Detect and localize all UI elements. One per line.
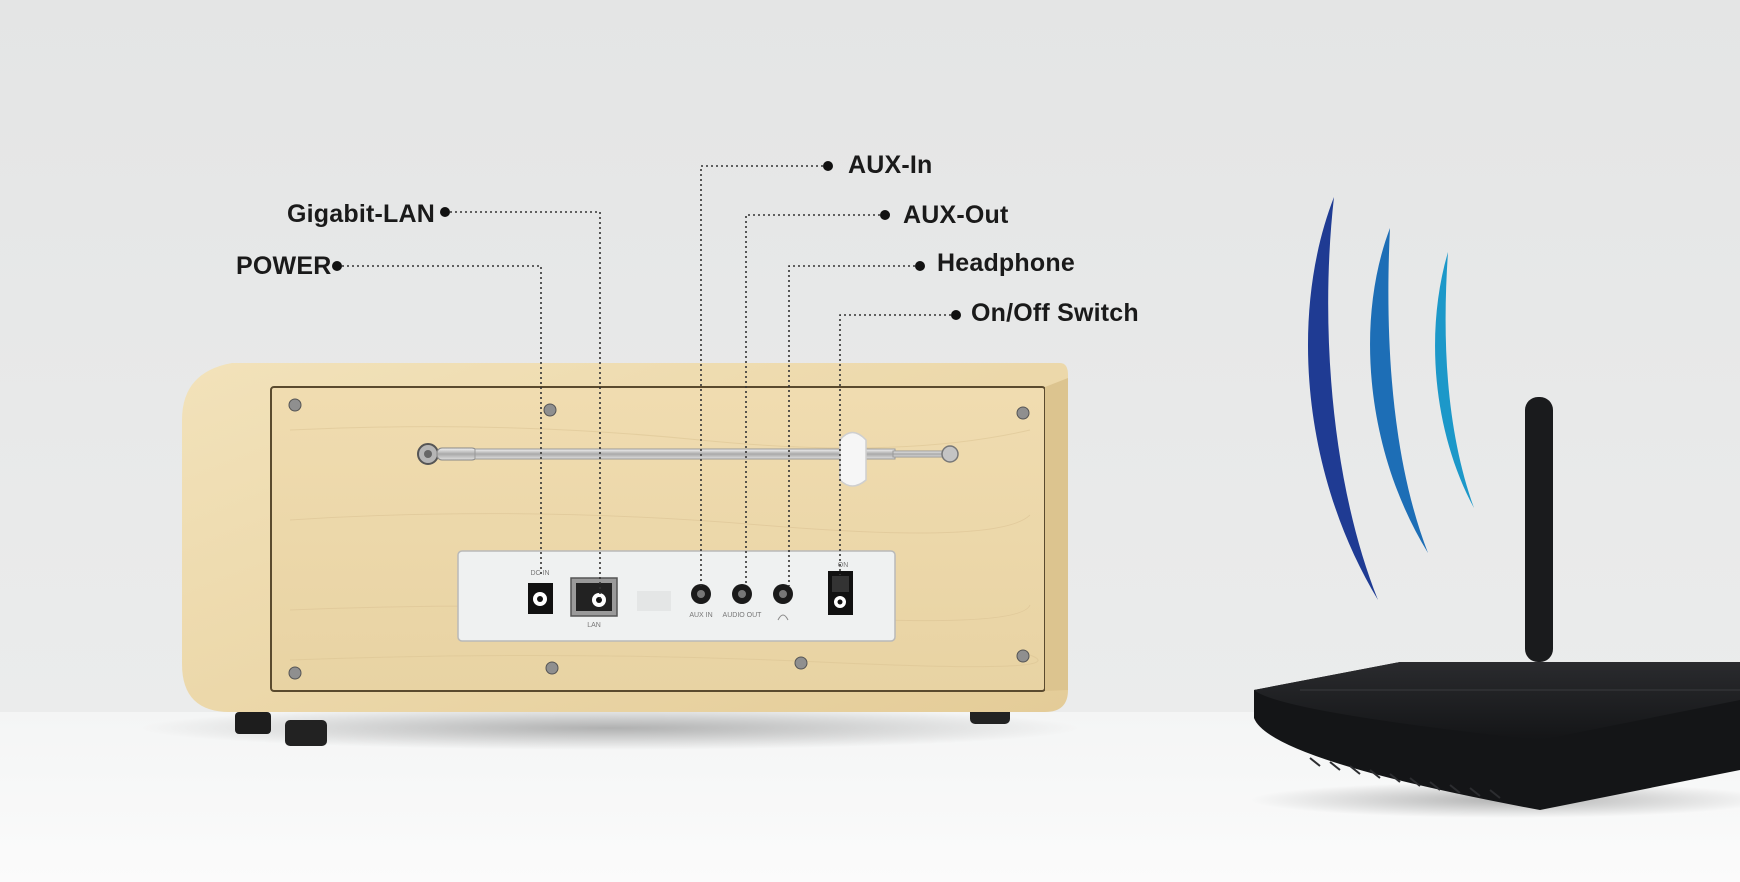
router-antenna (1525, 397, 1553, 662)
aux-out-jack: AUDIO OUT (723, 584, 763, 619)
screws (288, 398, 1030, 680)
radio-shadow (140, 706, 1080, 750)
svg-text:DC IN: DC IN (530, 570, 549, 577)
headphone-jack (773, 584, 793, 621)
wifi-arc-outer (1307, 197, 1378, 600)
svg-text:AUDIO OUT: AUDIO OUT (723, 612, 763, 619)
aux-in-jack: AUX IN (689, 584, 713, 619)
radio-back-face (270, 386, 1046, 692)
headphone-icon (777, 614, 789, 621)
callout-dots (332, 161, 961, 320)
label-on-off-switch: On/Off Switch (971, 299, 1139, 327)
telescopic-antenna (417, 431, 959, 487)
wifi-arc-inner (1435, 252, 1474, 508)
router-vents (1309, 757, 1501, 799)
svg-text:AUX IN: AUX IN (689, 612, 712, 619)
connector-panel: DC IN LAN AUX IN AUDIO OUT (457, 550, 896, 642)
power-switch: ON (828, 562, 853, 615)
label-aux-in: AUX-In (848, 151, 933, 179)
label-power: POWER (236, 252, 332, 280)
callout-leaders (337, 165, 956, 600)
power-jack: DC IN (528, 570, 553, 614)
radio-body (182, 363, 1068, 712)
label-gigabit-lan: Gigabit-LAN (287, 200, 436, 228)
label-headphone: Headphone (937, 249, 1075, 277)
label-aux-out: AUX-Out (903, 201, 1009, 229)
wifi-signal-icon (1307, 197, 1474, 600)
svg-text:LAN: LAN (587, 622, 601, 629)
svg-text:ON: ON (838, 562, 849, 569)
panel-blank-label (637, 591, 671, 611)
router (1250, 397, 1740, 818)
wifi-arc-middle (1370, 228, 1428, 553)
lan-port: LAN (570, 577, 618, 629)
